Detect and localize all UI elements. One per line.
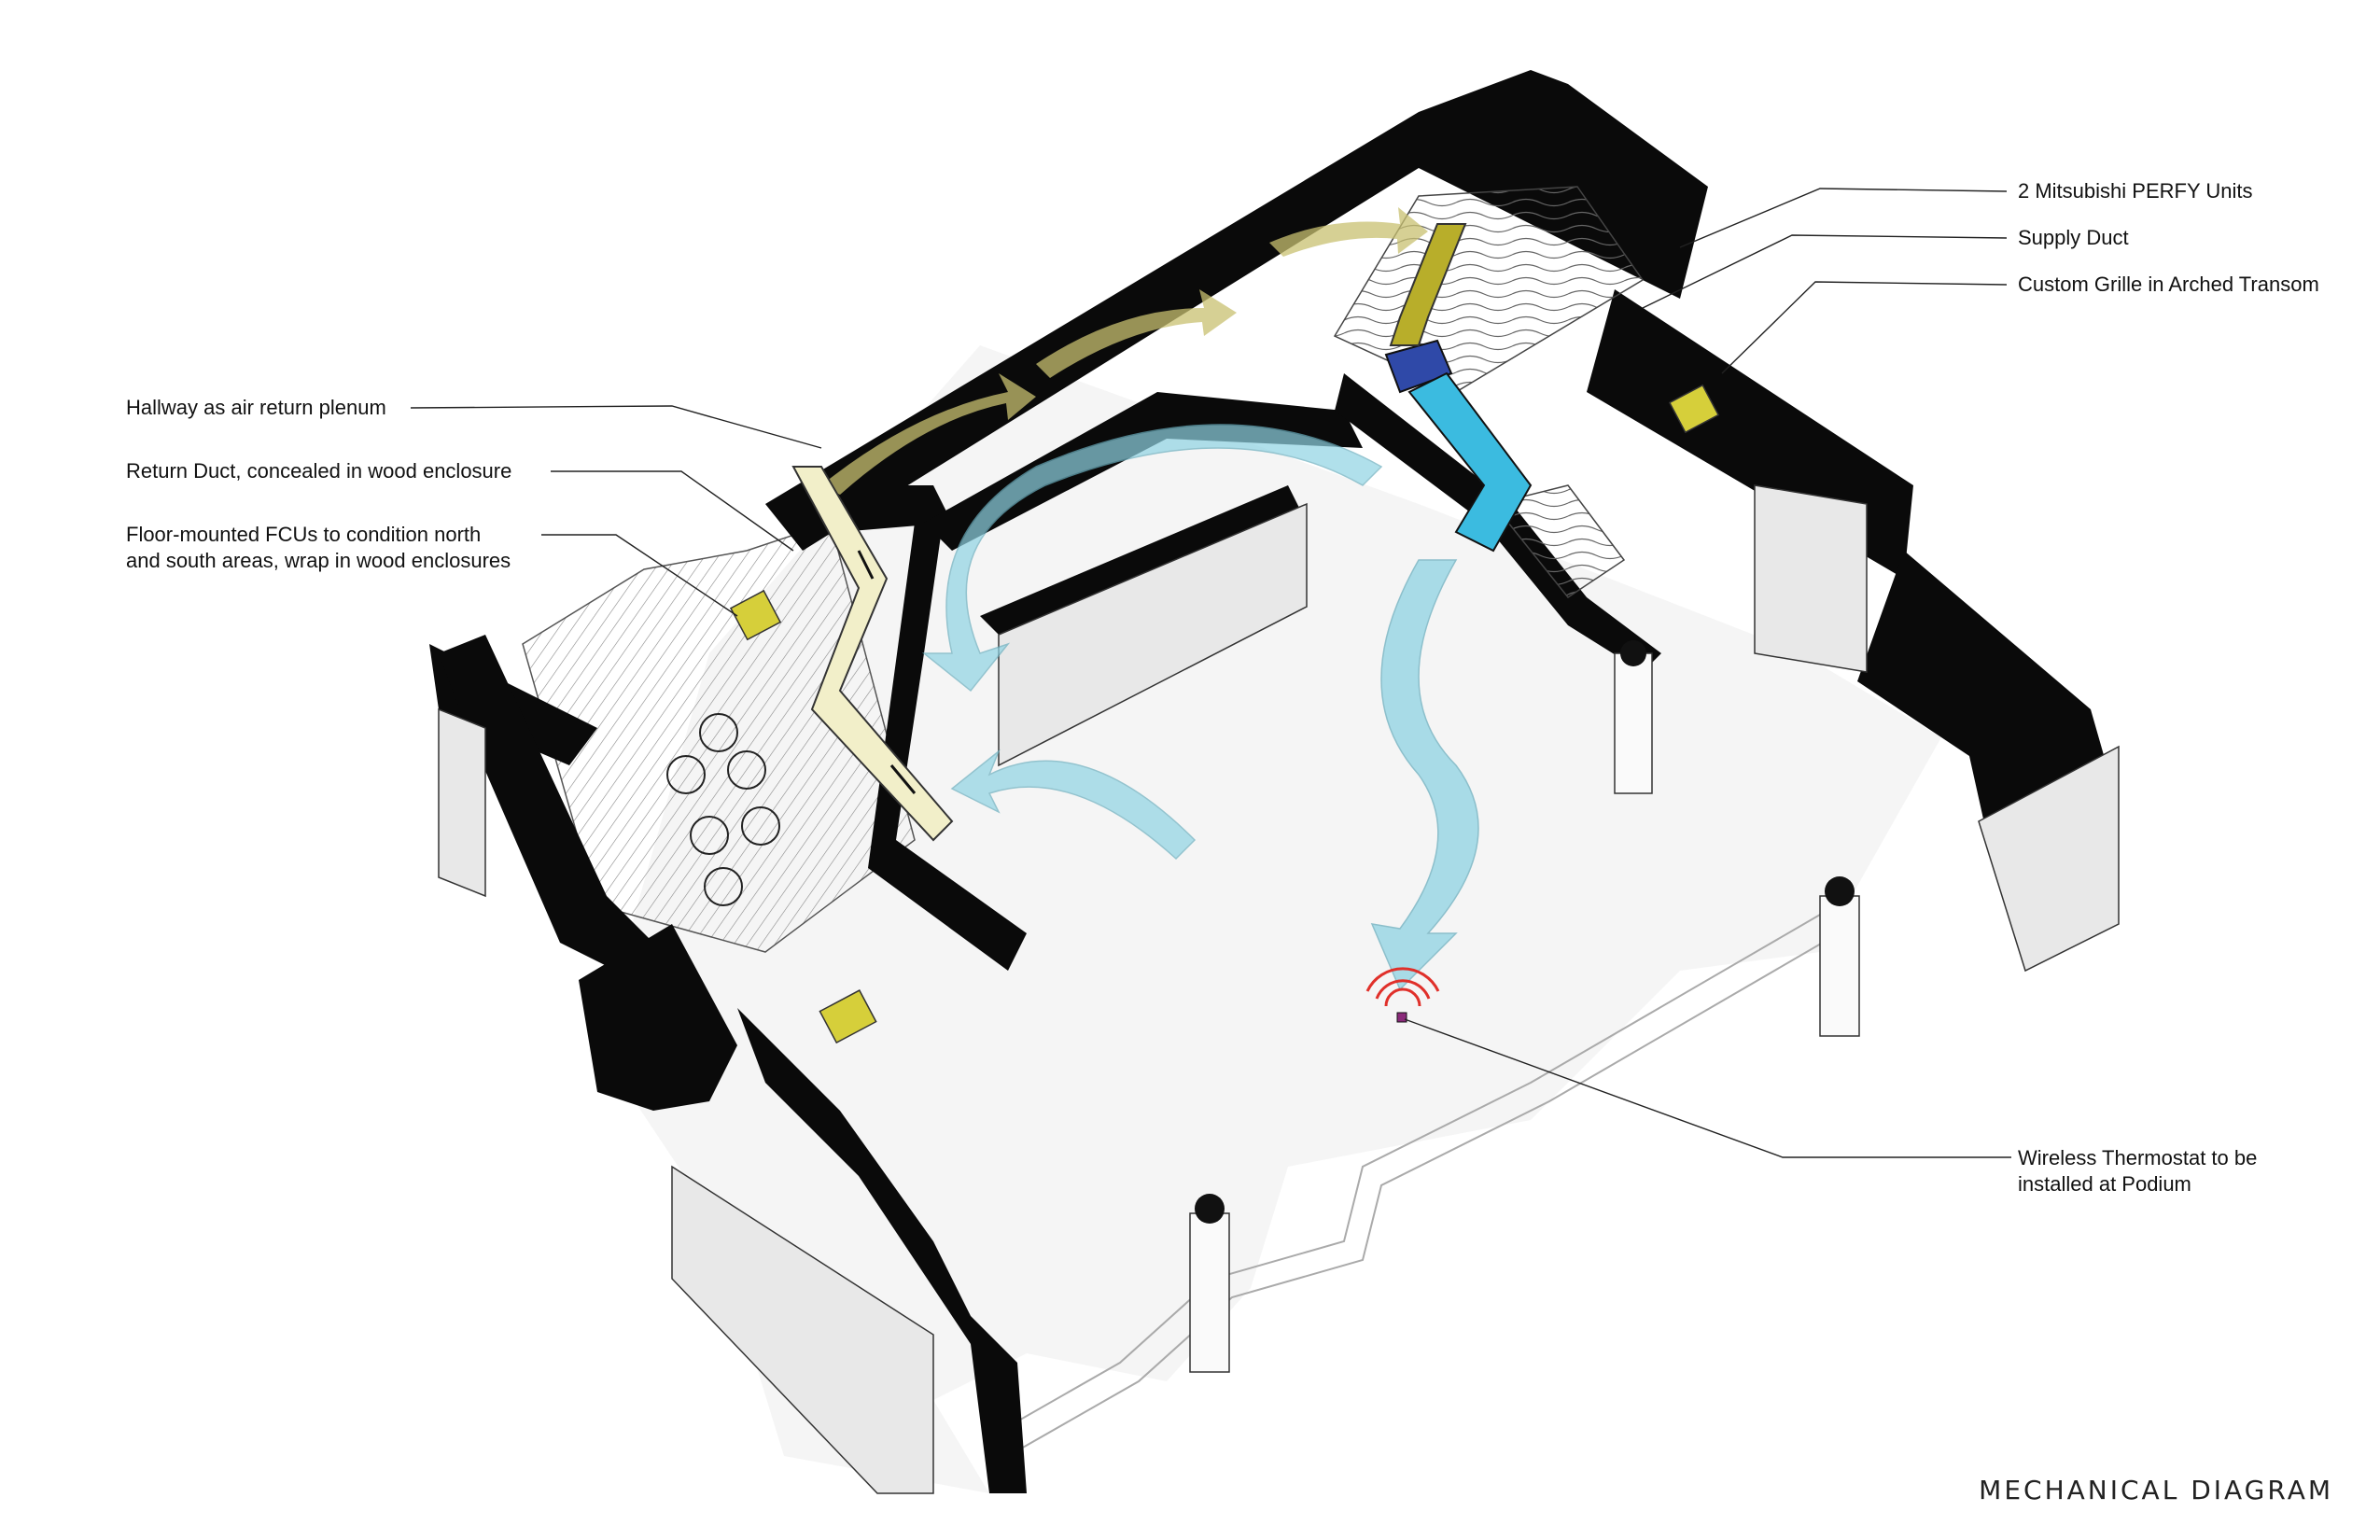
east-facade-face — [1978, 745, 2120, 973]
south-facade-face — [671, 1165, 934, 1494]
fcu-enclosure-east — [1668, 384, 1720, 434]
label-thermostat-line1: Wireless Thermostat to be — [2018, 1146, 2258, 1169]
supply-duct — [1407, 371, 1533, 553]
supply-air-arrow-west — [921, 424, 1383, 693]
diagram-title: MECHANICAL DIAGRAM — [1979, 1475, 2333, 1505]
leader-supply-duct — [1642, 234, 2008, 309]
west-room-floor — [522, 522, 916, 953]
podium-edge-inner — [1007, 932, 1840, 1457]
fcu-enclosure-north — [729, 589, 782, 641]
leader-grille — [1721, 281, 2008, 374]
return-duct-arrow — [857, 550, 875, 580]
label-perfy: 2 Mitsubishi PERFY Units — [2018, 179, 2253, 203]
fcu-enclosure-south — [819, 989, 877, 1044]
leader-perfy — [1679, 188, 2008, 248]
east-wall — [1857, 551, 2109, 840]
supply-air-arrow-southwest — [950, 749, 1197, 861]
return-air-arrow-1 — [821, 373, 1036, 495]
podium-edge — [988, 914, 1821, 1438]
partition-face — [998, 502, 1308, 767]
label-fcu-line1: Floor-mounted FCUs to condition north — [126, 523, 482, 546]
thermostat — [1396, 1012, 1407, 1023]
north-wall — [765, 70, 1708, 551]
south-wall — [737, 1008, 1027, 1493]
entry-block — [579, 924, 737, 1111]
west-facade-face — [438, 707, 486, 898]
supply-duct-olive — [1389, 223, 1467, 346]
return-air-arrow-2 — [1036, 289, 1237, 378]
thermostat-signal-icon — [1365, 967, 1440, 1007]
column-podium-east — [1819, 876, 1860, 1037]
hall-partition-west — [868, 523, 1027, 971]
leader-fcu — [541, 534, 738, 617]
leader-return-duct — [551, 470, 794, 552]
label-thermostat-line2: installed at Podium — [2018, 1172, 2191, 1196]
return-duct-enclosure — [791, 466, 954, 842]
west-wall — [439, 635, 653, 971]
label-hallway: Hallway as air return plenum — [126, 396, 386, 419]
return-air-arrow-3 — [1269, 207, 1428, 257]
leader-thermostat — [1404, 1018, 2011, 1158]
corridor-wave-floor — [1491, 484, 1626, 599]
west-room-fixtures — [666, 713, 780, 906]
label-grille: Custom Grille in Arched Transom — [2018, 273, 2319, 296]
label-return-duct: Return Duct, concealed in wood enclosure — [126, 459, 512, 483]
label-fcu-line2: and south areas, wrap in wood enclosures — [126, 549, 511, 572]
label-supply-duct: Supply Duct — [2018, 226, 2129, 249]
leader-hallway — [410, 405, 822, 449]
column-hall-east — [1614, 640, 1653, 794]
column-podium-south — [1189, 1194, 1230, 1373]
return-duct-arrow-2 — [889, 764, 917, 794]
wing-wall-east — [1754, 484, 1868, 673]
